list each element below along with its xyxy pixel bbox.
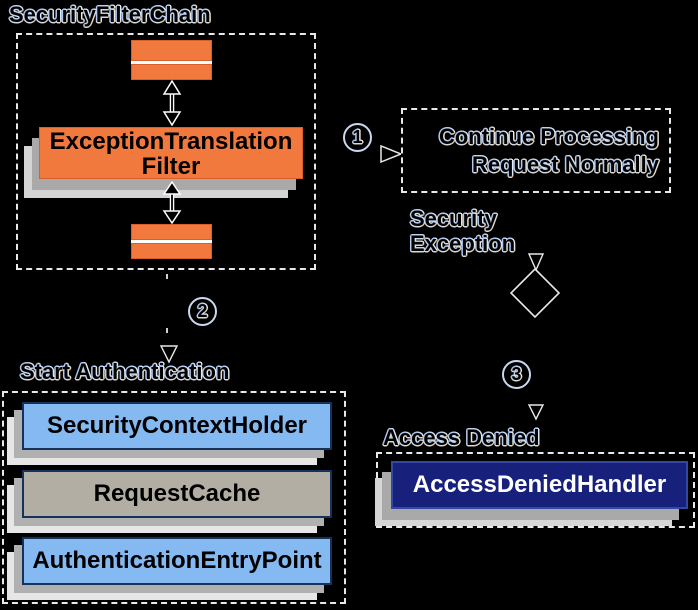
continue-processing-line2: Request Normally	[471, 152, 659, 177]
double-arrow-icon	[162, 79, 182, 127]
step-1-badge: 1	[343, 123, 372, 152]
double-arrow-icon	[162, 180, 182, 225]
continue-processing-line1: Continue Processing	[438, 124, 659, 149]
security-exception-line2: Exception	[410, 231, 516, 256]
filter-bar-divider	[131, 240, 212, 243]
arrowhead-down-icon	[159, 345, 179, 364]
authentication-entry-point-node: AuthenticationEntryPoint	[22, 537, 332, 585]
arrowhead-down-icon	[527, 253, 545, 272]
filter-bar-divider	[131, 61, 212, 64]
step-3-badge: 3	[502, 360, 531, 389]
filter-bar	[131, 64, 212, 80]
access-denied-label: Access Denied	[383, 425, 540, 450]
filter-bar	[131, 224, 212, 240]
exception-translation-filter-box: ExceptionTranslation Filter	[39, 127, 303, 179]
security-filter-chain-title: SecurityFilterChain	[9, 2, 211, 27]
exception-translation-filter-label-line1: ExceptionTranslation	[49, 128, 293, 155]
security-exception-label: Security Exception	[410, 206, 515, 256]
security-exception-line1: Security	[410, 206, 497, 231]
continue-processing-box: Continue Processing Request Normally	[401, 108, 671, 193]
exception-translation-filter-label-line2: Filter	[141, 153, 201, 180]
request-cache-node: RequestCache	[22, 470, 332, 518]
step-2-badge: 2	[188, 297, 217, 326]
filter-bars-top	[131, 40, 212, 80]
connector-dash	[166, 274, 168, 279]
filter-bar	[131, 40, 212, 61]
access-denied-handler-node: AccessDeniedHandler	[391, 461, 688, 509]
filter-bar	[131, 243, 212, 259]
arrowhead-right-icon	[380, 144, 403, 164]
step-3-number: 3	[511, 364, 522, 384]
arrowhead-down-icon	[527, 404, 545, 421]
start-authentication-label: Start Authentication	[20, 359, 230, 384]
step-2-number: 2	[197, 301, 208, 321]
security-context-holder-node: SecurityContextHolder	[22, 402, 332, 450]
connector-dash	[166, 328, 168, 333]
decision-diamond	[509, 267, 561, 319]
filter-bars-bottom	[131, 224, 212, 259]
step-1-number: 1	[352, 127, 363, 147]
